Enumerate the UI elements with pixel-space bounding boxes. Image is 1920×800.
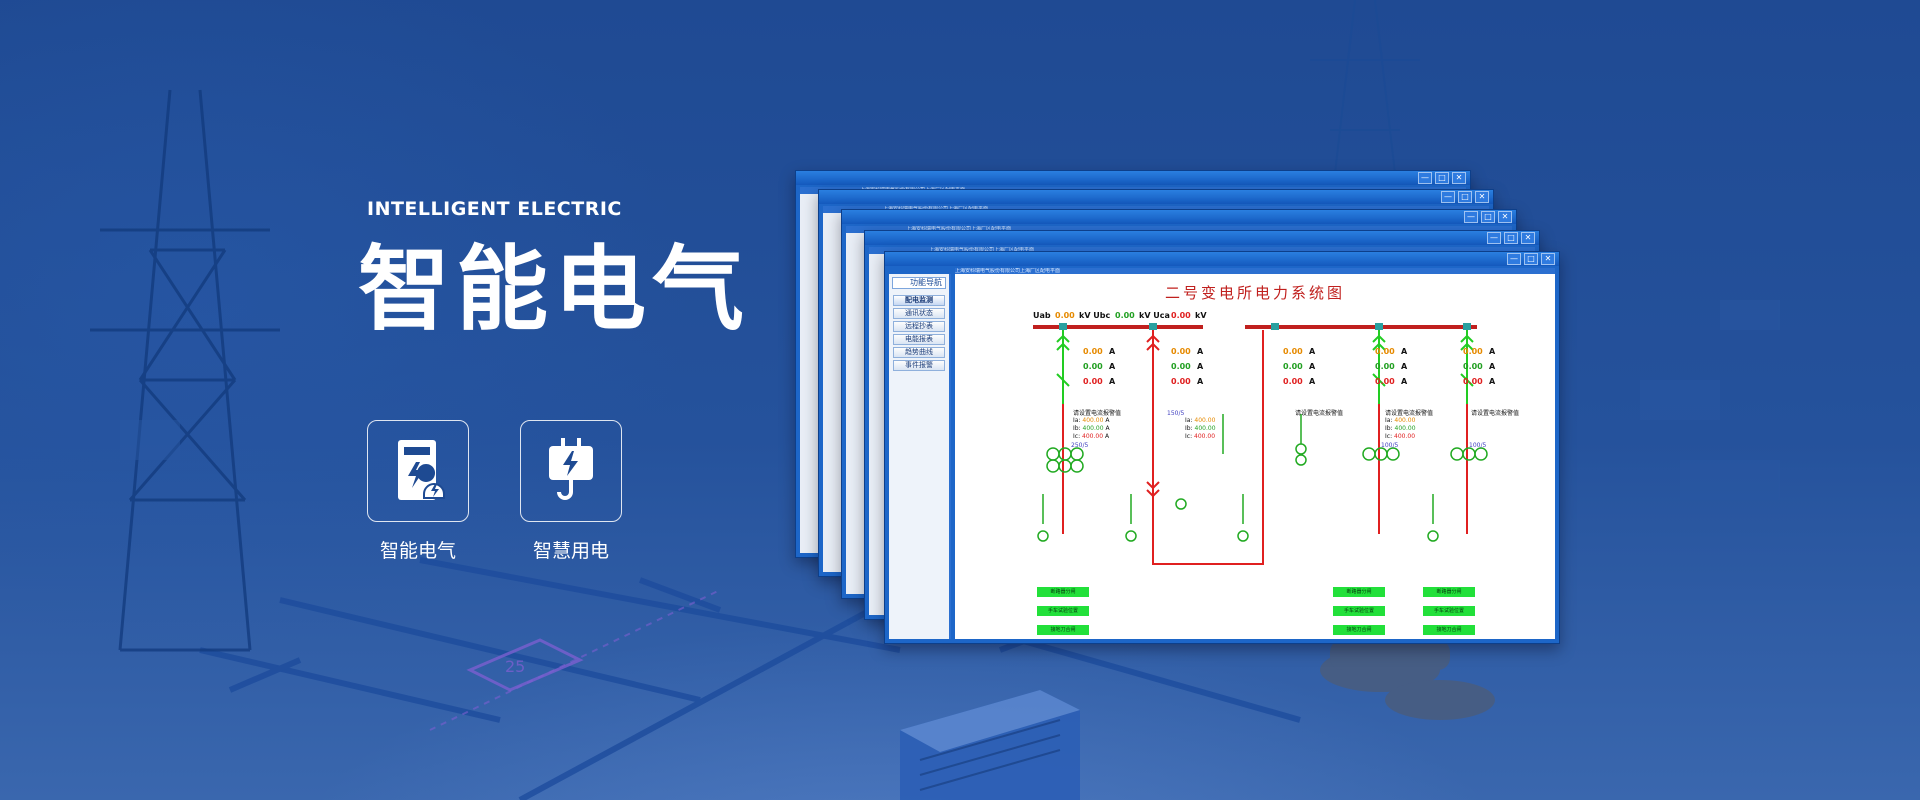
- hero-title: 智能电气: [358, 236, 751, 343]
- ct-ratio: 100/5: [1381, 442, 1399, 449]
- svg-text:25: 25: [505, 657, 525, 676]
- minimize-icon[interactable]: —: [1441, 191, 1455, 203]
- alarm-limit-label: 请设置电流报警值: [1471, 410, 1520, 417]
- feeder5-ia: 0.00: [1463, 347, 1483, 356]
- smart-meter-icon: [398, 440, 445, 500]
- uca-value: 0.00: [1171, 311, 1191, 320]
- feeder4-ic: 0.00: [1375, 377, 1395, 386]
- maximize-icon[interactable]: □: [1481, 211, 1495, 223]
- window-title-strip: 上海安科瑞电气股份有限公司上海厂区配电平面: [869, 247, 1535, 254]
- nav-item-monitor[interactable]: 配电监测: [893, 295, 945, 306]
- feeder1-ic: 0.00: [1083, 377, 1103, 386]
- uab-value: 0.00: [1055, 311, 1075, 320]
- feeder3-ia: 0.00: [1283, 347, 1303, 356]
- feeder5-ic: 0.00: [1463, 377, 1483, 386]
- window-titlebar[interactable]: [885, 252, 1559, 266]
- minimize-icon[interactable]: —: [1418, 172, 1432, 184]
- busbar-diagram: [1033, 323, 1488, 565]
- status-badge: 手车试验位置: [1037, 606, 1089, 616]
- nav-title: 功能导航: [892, 277, 946, 289]
- feeder3-ic: 0.00: [1283, 377, 1303, 386]
- feeder1-ib: 0.00: [1083, 362, 1103, 371]
- app-window-main: —□✕ 上海安科瑞电气股份有限公司上海厂区配电平面 功能导航 配电监测 通讯状态…: [884, 251, 1560, 644]
- nav-item-meter[interactable]: 远程抄表: [893, 321, 945, 332]
- maximize-icon[interactable]: □: [1458, 191, 1472, 203]
- nav-item-comm[interactable]: 通讯状态: [893, 308, 945, 319]
- feeder5-ib: 0.00: [1463, 362, 1483, 371]
- feeder4-ib: 0.00: [1375, 362, 1395, 371]
- diagram-title: 二号变电所电力系统图: [1164, 284, 1345, 302]
- alarm-limit-label: 请设置电流报警值: [1073, 410, 1122, 417]
- feeder2-ib: 0.00: [1171, 362, 1191, 371]
- uca-label: kV Uca: [1139, 311, 1170, 320]
- ct-ratio: 100/5: [1469, 442, 1487, 449]
- minimize-icon[interactable]: —: [1487, 232, 1501, 244]
- status-badge: 接地刀合闸: [1037, 625, 1089, 635]
- nav-item-report[interactable]: 电能报表: [893, 334, 945, 345]
- ct-ratio: 150/5: [1167, 410, 1185, 417]
- alarm-limit-label: 请设置电流报警值: [1385, 410, 1434, 417]
- window-title-strip: 上海安科瑞电气股份有限公司上海厂区配电平面: [846, 226, 1512, 233]
- close-icon[interactable]: ✕: [1452, 172, 1466, 184]
- feature-smart-electric[interactable]: 智能电气: [367, 420, 469, 563]
- single-line-diagram-panel: 二号变电所电力系统图 Uab 0.00 kV Ubc 0.00 kV Uca 0…: [955, 274, 1555, 639]
- uab-label: Uab: [1033, 311, 1051, 320]
- function-nav: 功能导航 配电监测 通讯状态 远程抄表 电能报表 趋势曲线 事件报警: [889, 274, 951, 639]
- hero-kicker: INTELLIGENT ELECTRIC: [367, 198, 622, 220]
- close-icon[interactable]: ✕: [1541, 253, 1555, 265]
- feature-smart-power[interactable]: 智慧用电: [520, 420, 622, 563]
- feeder3-ib: 0.00: [1283, 362, 1303, 371]
- close-icon[interactable]: ✕: [1521, 232, 1535, 244]
- power-plug-icon: [549, 438, 593, 500]
- status-badge: 断路器分闸: [1037, 587, 1089, 597]
- status-badge: 断路器分闸: [1423, 587, 1475, 597]
- feeder2-ia: 0.00: [1171, 347, 1191, 356]
- alarm-limit-label: 请设置电流报警值: [1295, 410, 1344, 417]
- minimize-icon[interactable]: —: [1507, 253, 1521, 265]
- nav-item-trend[interactable]: 趋势曲线: [893, 347, 945, 358]
- voltage-unit: kV: [1195, 311, 1207, 320]
- status-badge: 断路器分闸: [1333, 587, 1385, 597]
- status-badge: 手车试验位置: [1333, 606, 1385, 616]
- maximize-icon[interactable]: □: [1524, 253, 1538, 265]
- feature-label: 智慧用电: [532, 540, 609, 562]
- close-icon[interactable]: ✕: [1498, 211, 1512, 223]
- maximize-icon[interactable]: □: [1504, 232, 1518, 244]
- close-icon[interactable]: ✕: [1475, 191, 1489, 203]
- feeder1-ia: 0.00: [1083, 347, 1103, 356]
- maximize-icon[interactable]: □: [1435, 172, 1449, 184]
- minimize-icon[interactable]: —: [1464, 211, 1478, 223]
- ct-ratio: 250/5: [1071, 442, 1089, 449]
- feeder2-ic: 0.00: [1171, 377, 1191, 386]
- window-title-strip: 上海安科瑞电气股份有限公司上海厂区配电平面: [955, 268, 1555, 274]
- feature-label: 智能电气: [379, 540, 456, 562]
- ubc-label: kV Ubc: [1079, 311, 1111, 320]
- feeder4-ia: 0.00: [1375, 347, 1395, 356]
- status-badge: 手车试验位置: [1423, 606, 1475, 616]
- status-badge: 接地刀合闸: [1333, 625, 1385, 635]
- ubc-value: 0.00: [1115, 311, 1135, 320]
- status-badge: 接地刀合闸: [1423, 625, 1475, 635]
- nav-item-alarm[interactable]: 事件报警: [893, 360, 945, 371]
